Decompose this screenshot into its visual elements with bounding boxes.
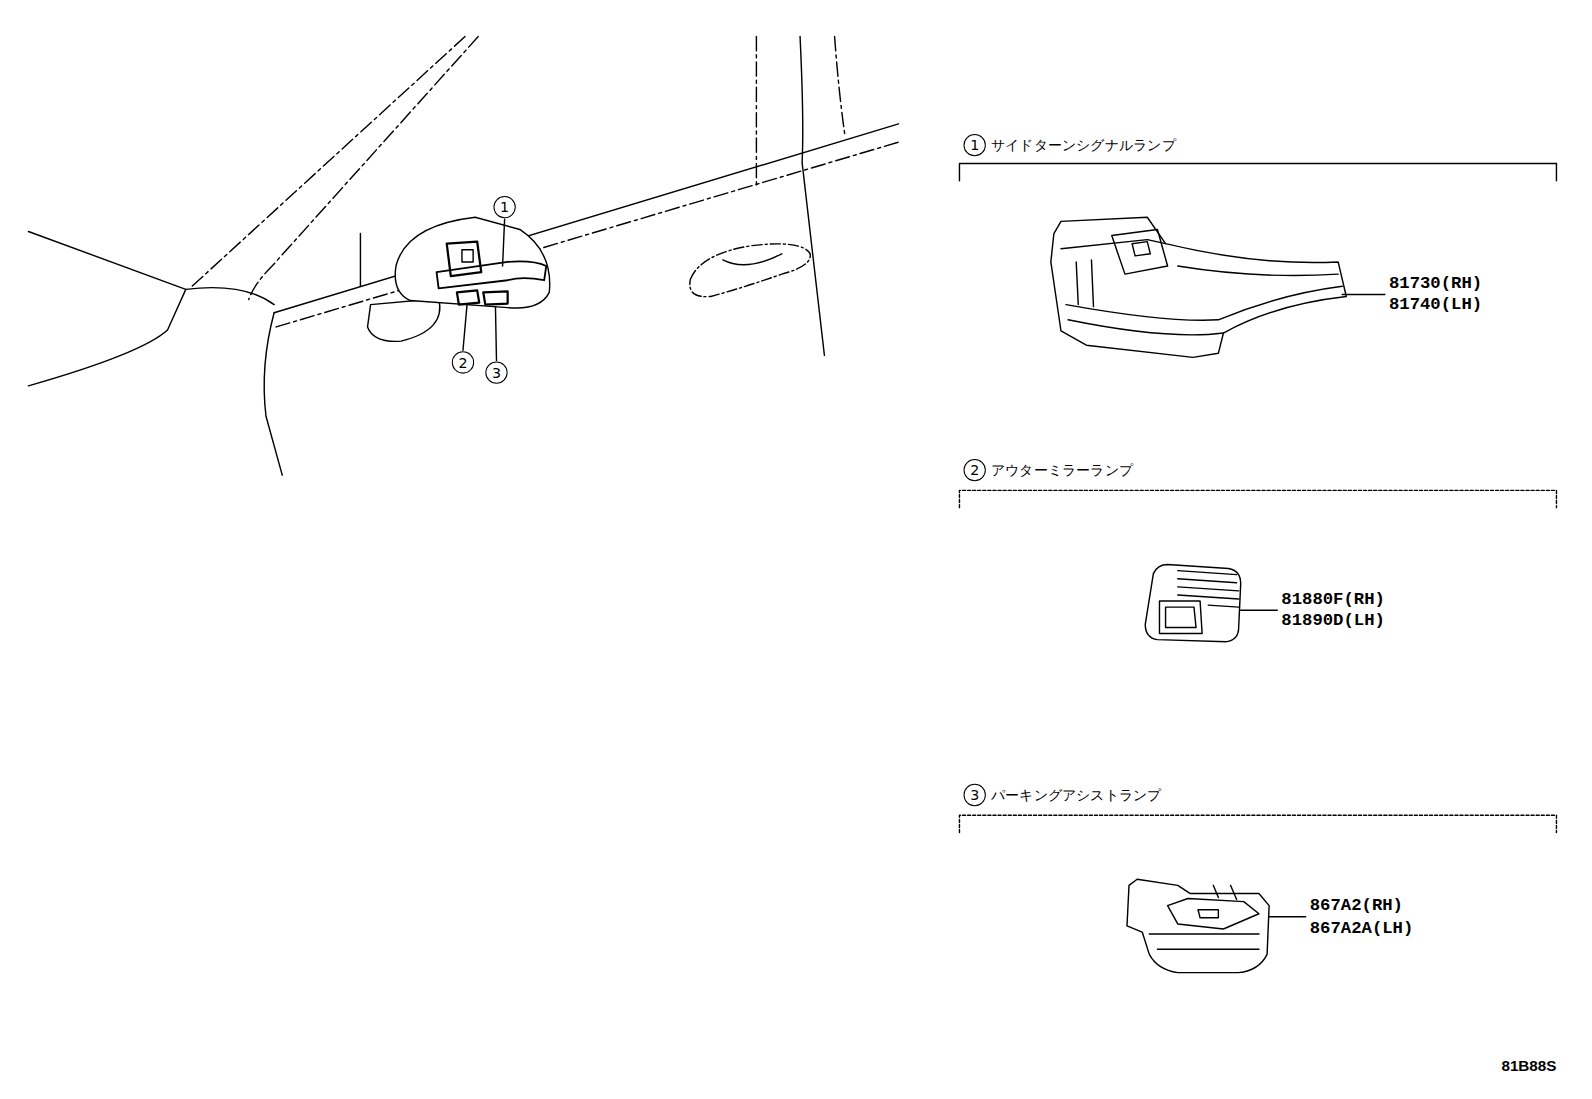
mirror-housing bbox=[395, 217, 549, 308]
part-number: 81730(RH) bbox=[1388, 275, 1483, 292]
b-pillar bbox=[800, 37, 824, 356]
assist-lamp bbox=[1149, 885, 1259, 949]
leader-line bbox=[463, 305, 467, 351]
belt-line bbox=[274, 124, 898, 313]
mirror-lamp bbox=[1178, 571, 1239, 608]
door-edge bbox=[264, 313, 282, 475]
b-pillar bbox=[756, 37, 757, 185]
section-heading: アウターミラーランプ bbox=[989, 463, 1135, 477]
mirror-base bbox=[368, 298, 440, 341]
leader-line bbox=[1269, 916, 1306, 917]
bracket bbox=[959, 163, 1556, 180]
mirror-lamp bbox=[1159, 601, 1202, 633]
a-pillar bbox=[186, 288, 274, 305]
b-pillar bbox=[835, 37, 845, 134]
leader-line bbox=[503, 219, 505, 266]
callout-number: 2 bbox=[964, 459, 986, 481]
leader-line bbox=[495, 307, 496, 361]
turn-signal-lamp bbox=[1051, 217, 1346, 357]
callout-number: 1 bbox=[493, 196, 515, 218]
assist-lamp bbox=[1127, 879, 1269, 972]
turn-signal bbox=[447, 242, 482, 277]
callout-number: 3 bbox=[485, 361, 507, 383]
door-handle bbox=[723, 254, 782, 265]
belt-line bbox=[276, 142, 898, 327]
pillar-line bbox=[360, 234, 361, 287]
part-number: 867A2A(LH) bbox=[1309, 919, 1415, 936]
turn-signal-lamp bbox=[1112, 229, 1168, 274]
part-number: 81880F(RH) bbox=[1280, 590, 1386, 607]
callout-number: 3 bbox=[964, 784, 986, 806]
bracket bbox=[959, 490, 1556, 507]
leader-line bbox=[1342, 294, 1385, 295]
hood-line bbox=[28, 231, 185, 385]
turn-signal bbox=[462, 250, 473, 262]
turn-signal-lamp bbox=[1076, 260, 1338, 307]
section-heading: パーキングアシストランプ bbox=[989, 788, 1164, 802]
door-handle bbox=[690, 244, 811, 297]
section-heading: サイドターンシグナルランプ bbox=[989, 138, 1178, 152]
callout-number: 2 bbox=[452, 351, 474, 373]
part-number: 81890D(LH) bbox=[1280, 612, 1386, 629]
assist-lamp bbox=[483, 291, 507, 304]
callout-number: 1 bbox=[964, 134, 986, 156]
bracket bbox=[959, 815, 1556, 832]
turn-signal-lamp bbox=[1061, 240, 1342, 335]
leader-line bbox=[1241, 609, 1278, 610]
mirror-lamp bbox=[1145, 565, 1240, 642]
diagram-code: 81B88S bbox=[1501, 1057, 1556, 1072]
assist-lamp bbox=[1168, 899, 1259, 929]
part-number: 867A2(RH) bbox=[1309, 897, 1404, 914]
mirror-lamp bbox=[457, 290, 479, 304]
part-number: 81740(LH) bbox=[1388, 296, 1483, 313]
